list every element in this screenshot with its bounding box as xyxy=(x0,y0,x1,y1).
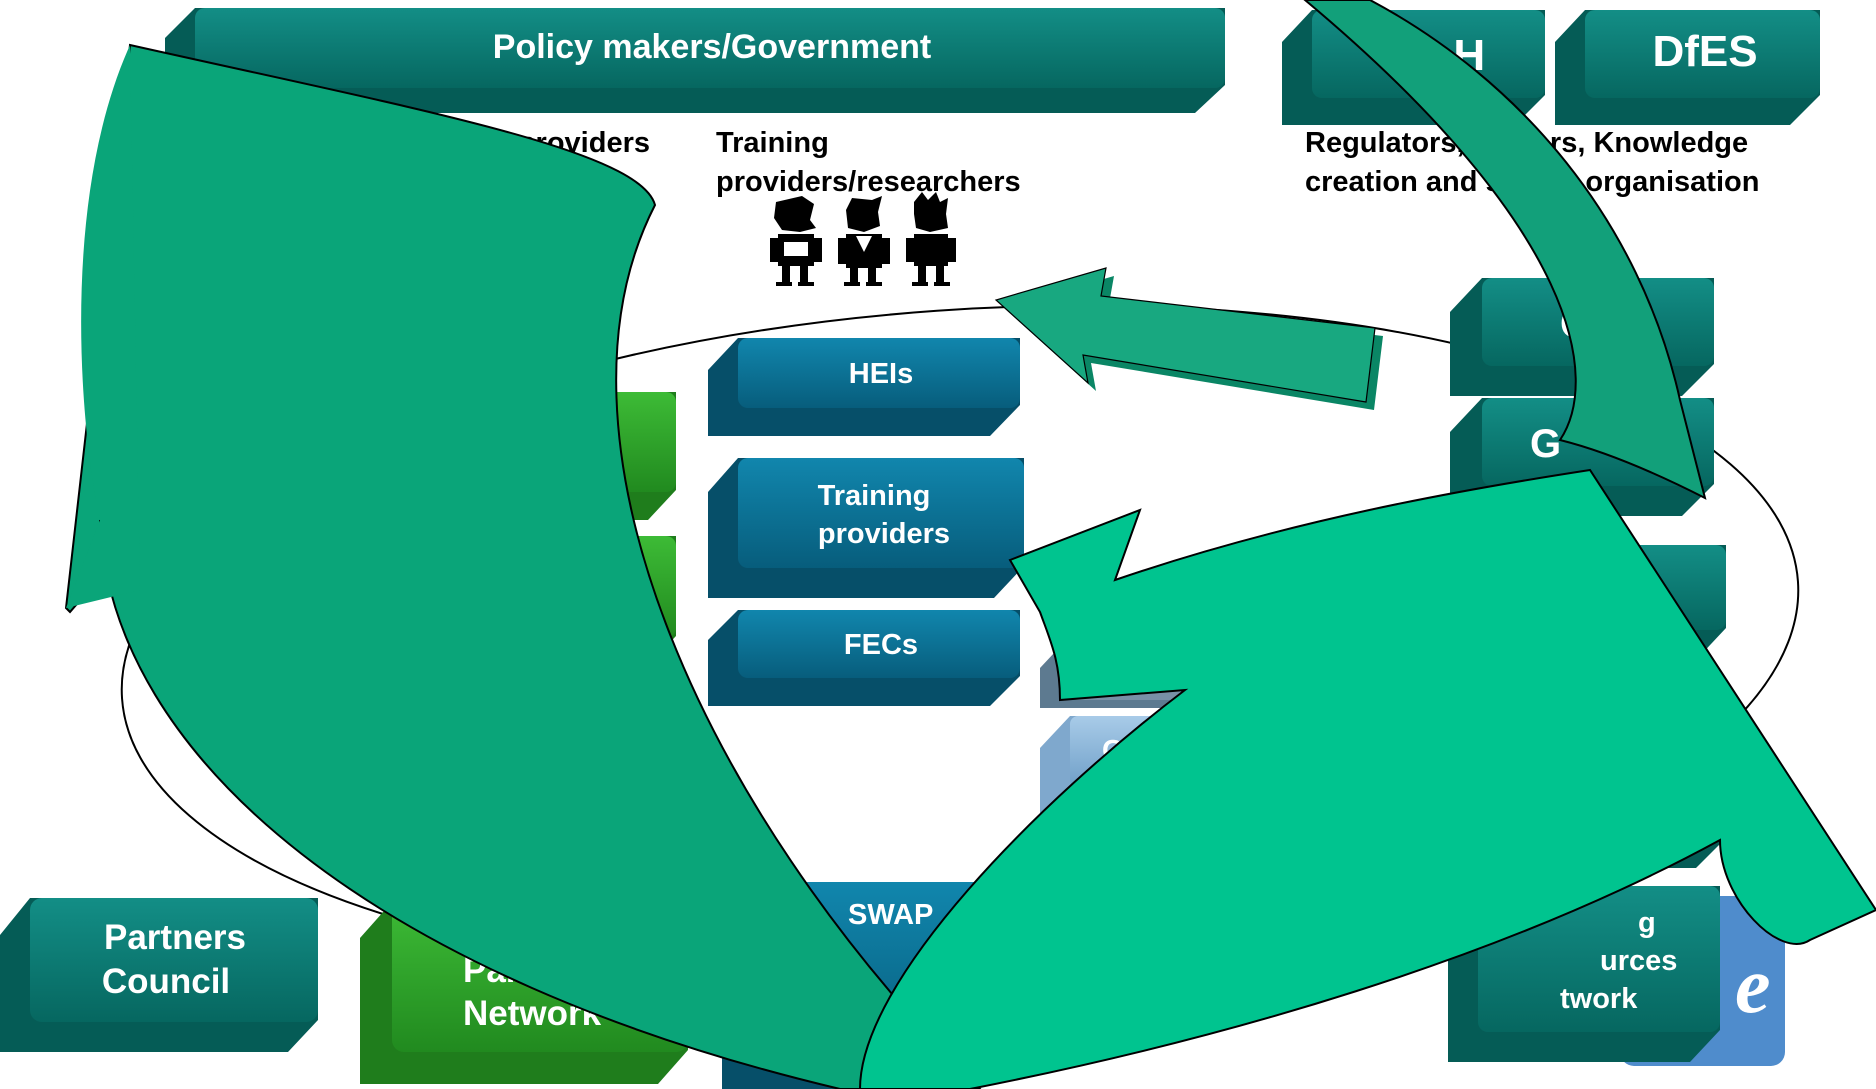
svg-text:e: e xyxy=(1735,942,1771,1030)
curved-arrow-top-right[interactable] xyxy=(1303,0,1707,500)
large-curved-arrow-right[interactable] xyxy=(858,468,1876,1089)
training-caption-line2: providers/researchers xyxy=(716,166,1021,198)
right-box-g-label: G xyxy=(1530,422,1561,466)
resources-network-line1: g xyxy=(1638,907,1656,939)
training-providers-line1: Training xyxy=(818,480,931,512)
partners-council-line1: Partners xyxy=(104,918,246,957)
straight-arrow[interactable] xyxy=(994,267,1383,410)
dfes-label: DfES xyxy=(1652,27,1757,76)
large-curved-arrow-left[interactable] xyxy=(64,43,982,1089)
fecs-box[interactable]: FECs xyxy=(708,610,1020,706)
person-icon xyxy=(770,196,822,286)
training-providers-line2: providers xyxy=(818,518,950,550)
partners-council-line2: Council xyxy=(102,962,230,1001)
resources-network-line3: twork xyxy=(1560,983,1638,1015)
training-providers-box[interactable]: Training providers xyxy=(708,458,1024,598)
policy-makers-banner[interactable]: Policy makers/Government xyxy=(165,8,1225,113)
swap-label: SWAP xyxy=(848,899,933,931)
dfes-box[interactable]: DfES xyxy=(1555,10,1820,125)
resources-network-line2: urces xyxy=(1600,945,1677,977)
person-icon xyxy=(906,192,956,286)
training-caption-line1: Training xyxy=(716,127,829,159)
people-group xyxy=(770,192,956,286)
policy-makers-label: Policy makers/Government xyxy=(493,28,931,66)
heis-label: HEIs xyxy=(849,358,913,390)
partners-council-box[interactable]: Partners Council xyxy=(0,898,318,1052)
fecs-label: FECs xyxy=(844,629,918,661)
heis-box[interactable]: HEIs xyxy=(708,338,1020,436)
person-icon xyxy=(838,196,890,286)
